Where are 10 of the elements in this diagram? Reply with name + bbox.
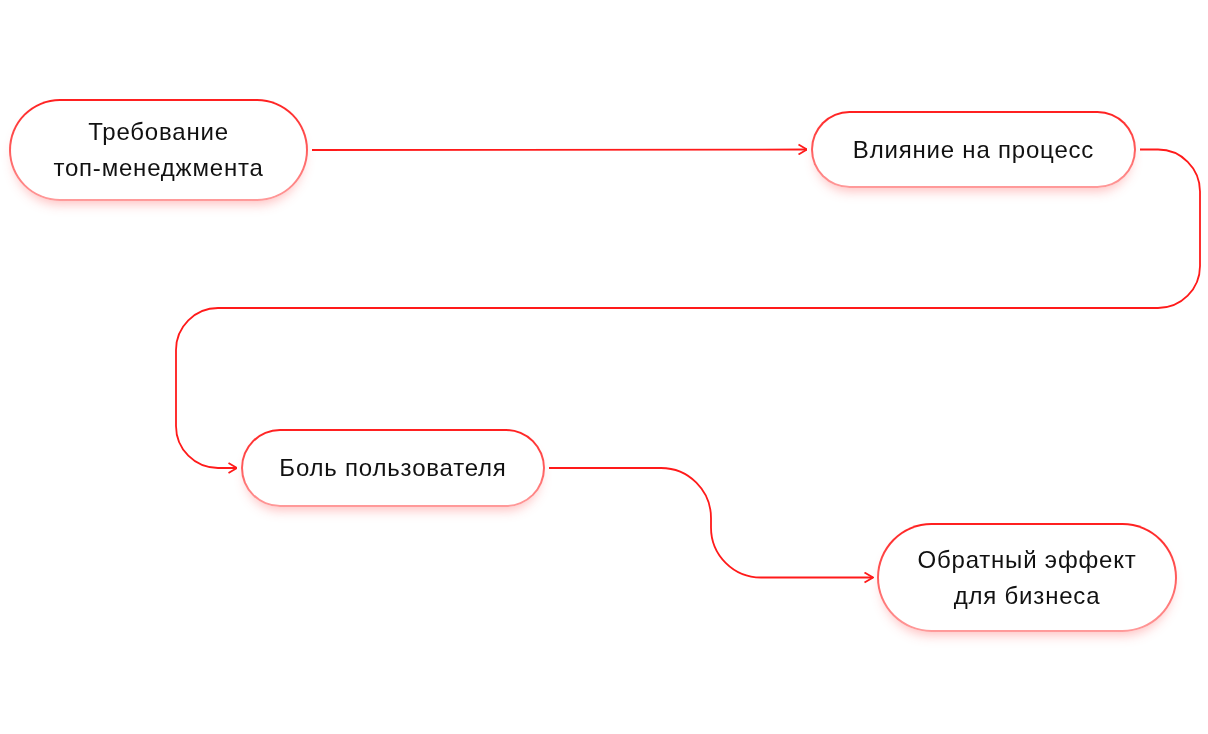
process-pill xyxy=(811,111,1136,188)
node-label: Влияние на процесс xyxy=(852,134,1095,165)
arrow xyxy=(175,148,1201,474)
node-label: Требование топ-менеджмента xyxy=(52,117,265,183)
node-label: Боль пользователя xyxy=(279,453,507,483)
arrow xyxy=(548,467,874,584)
node-label: Обратный эффект для бизнеса xyxy=(916,544,1138,611)
arrow xyxy=(311,143,808,156)
process-pill xyxy=(241,429,545,507)
process-pill xyxy=(9,99,308,201)
